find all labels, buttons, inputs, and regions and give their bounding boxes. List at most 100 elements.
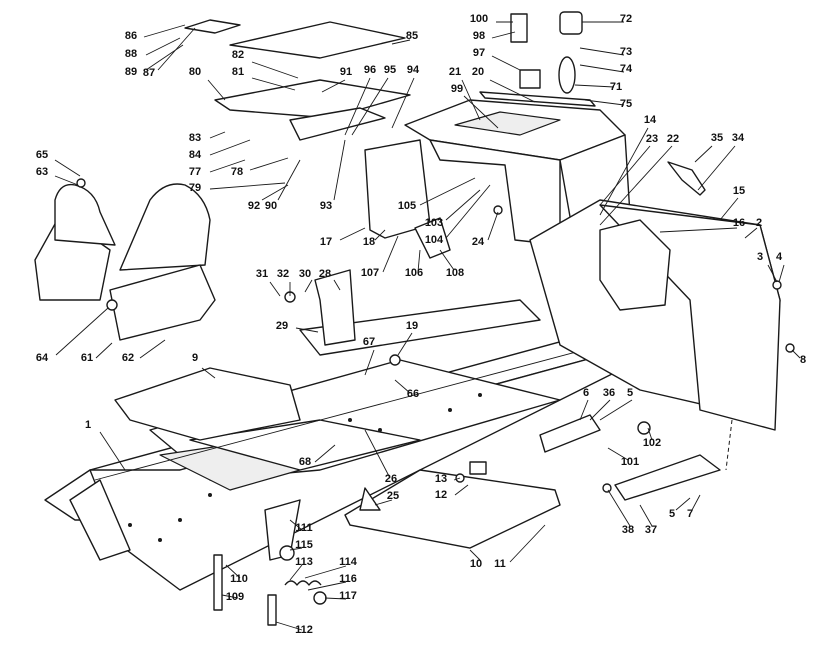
leader-line-105 [419, 177, 476, 206]
callout-label-62: 62 [122, 352, 134, 364]
leader-line-109 [221, 594, 239, 599]
leader-line-77 [209, 159, 246, 173]
callout-label-15: 15 [733, 185, 745, 197]
leader-line-7 [691, 494, 701, 511]
leader-line-19 [397, 332, 413, 356]
leader-line-78 [249, 157, 289, 171]
callout-label-7: 7 [687, 508, 693, 520]
leader-line-73 [579, 47, 625, 56]
leader-line-82 [251, 61, 299, 79]
callout-label-38: 38 [622, 524, 634, 536]
callout-label-105: 105 [398, 200, 416, 212]
leader-line-93 [333, 139, 346, 201]
callout-label-91: 91 [340, 66, 352, 78]
callout-label-65: 65 [36, 149, 48, 161]
callout-label-74: 74 [620, 63, 633, 75]
parts-drawing [34, 11, 795, 626]
leader-line-66 [394, 379, 411, 394]
leader-line-4 [778, 264, 785, 283]
leader-line-29 [295, 327, 319, 333]
leader-line-3 [767, 264, 778, 283]
callout-label-101: 101 [621, 456, 639, 468]
callout-label-28: 28 [319, 268, 331, 280]
callout-label-98: 98 [473, 30, 485, 42]
callout-label-110: 110 [230, 573, 248, 585]
callout-label-84: 84 [189, 149, 202, 161]
leader-line-112 [275, 621, 303, 631]
callout-label-9: 9 [192, 352, 198, 364]
leader-line-5 [599, 399, 633, 421]
callout-label-66: 66 [407, 388, 419, 400]
callout-label-72: 72 [620, 13, 632, 25]
callout-label-64: 64 [36, 352, 49, 364]
callout-label-117: 117 [339, 590, 357, 602]
leader-line-115 [289, 547, 303, 551]
leader-line-65 [54, 159, 81, 177]
leader-line-81 [251, 77, 296, 91]
callout-label-35: 35 [711, 132, 723, 144]
leader-line-9 [201, 367, 216, 379]
leader-line-88 [145, 37, 181, 56]
leader-line-10 [469, 549, 481, 561]
leader-line-26 [364, 429, 391, 479]
callout-label-18: 18 [363, 236, 375, 248]
callout-label-103: 103 [425, 217, 443, 229]
leader-line-61 [95, 342, 113, 359]
leader-line-67 [364, 349, 375, 376]
callout-label-89: 89 [125, 66, 137, 78]
callout-label-29: 29 [276, 320, 288, 332]
leader-line-92 [261, 184, 289, 201]
callout-label-37: 37 [645, 524, 657, 536]
callout-label-94: 94 [407, 64, 420, 76]
hinge-plate [184, 19, 241, 34]
side-bracket [364, 139, 431, 239]
leader-line-114 [304, 565, 347, 579]
callout-label-93: 93 [320, 200, 332, 212]
callout-label-67: 67 [363, 336, 375, 348]
callout-label-116: 116 [339, 573, 357, 585]
leader-line-13 [453, 477, 461, 481]
callout-label-88: 88 [125, 48, 137, 60]
leader-line-62 [139, 339, 166, 359]
callout-label-24: 24 [472, 236, 485, 248]
callout-label-23: 23 [646, 133, 658, 145]
front-panel [529, 199, 781, 431]
callout-label-5: 5 [669, 508, 675, 520]
pedal-bracket [414, 217, 451, 259]
callout-label-96: 96 [364, 64, 376, 76]
side-rail-36 [539, 414, 601, 453]
callout-label-34: 34 [732, 132, 745, 144]
callout-label-108: 108 [446, 267, 464, 279]
leader-line-74 [579, 64, 625, 73]
callout-label-80: 80 [189, 66, 201, 78]
callout-label-16: 16 [733, 217, 745, 229]
leader-line-2 [744, 227, 758, 239]
leader-line-86 [143, 24, 186, 38]
leader-line-36 [589, 399, 611, 421]
leader-line-64 [55, 307, 109, 356]
leader-line-63 [54, 175, 79, 186]
callout-label-111: 111 [295, 522, 312, 534]
leader-line-21 [461, 79, 481, 121]
callout-label-104: 104 [425, 234, 444, 246]
callout-label-92: 92 [248, 200, 260, 212]
leader-line-20 [489, 79, 536, 103]
leader-line-95 [351, 77, 389, 136]
leader-line-35 [694, 145, 713, 163]
callout-label-107: 107 [361, 267, 379, 279]
callout-label-5: 5 [627, 387, 633, 399]
leader-line-103 [445, 189, 481, 221]
leader-line-25 [374, 499, 393, 506]
callout-label-8: 8 [800, 354, 806, 366]
callout-label-115: 115 [295, 539, 313, 551]
leader-line-96 [344, 77, 371, 136]
callout-label-78: 78 [231, 166, 243, 178]
leader-line-104 [445, 184, 491, 239]
callout-label-13: 13 [435, 473, 447, 485]
callout-label-112: 112 [295, 624, 313, 636]
leader-line-17 [339, 227, 366, 241]
callout-label-22: 22 [667, 133, 679, 145]
leader-line-85 [391, 39, 411, 45]
